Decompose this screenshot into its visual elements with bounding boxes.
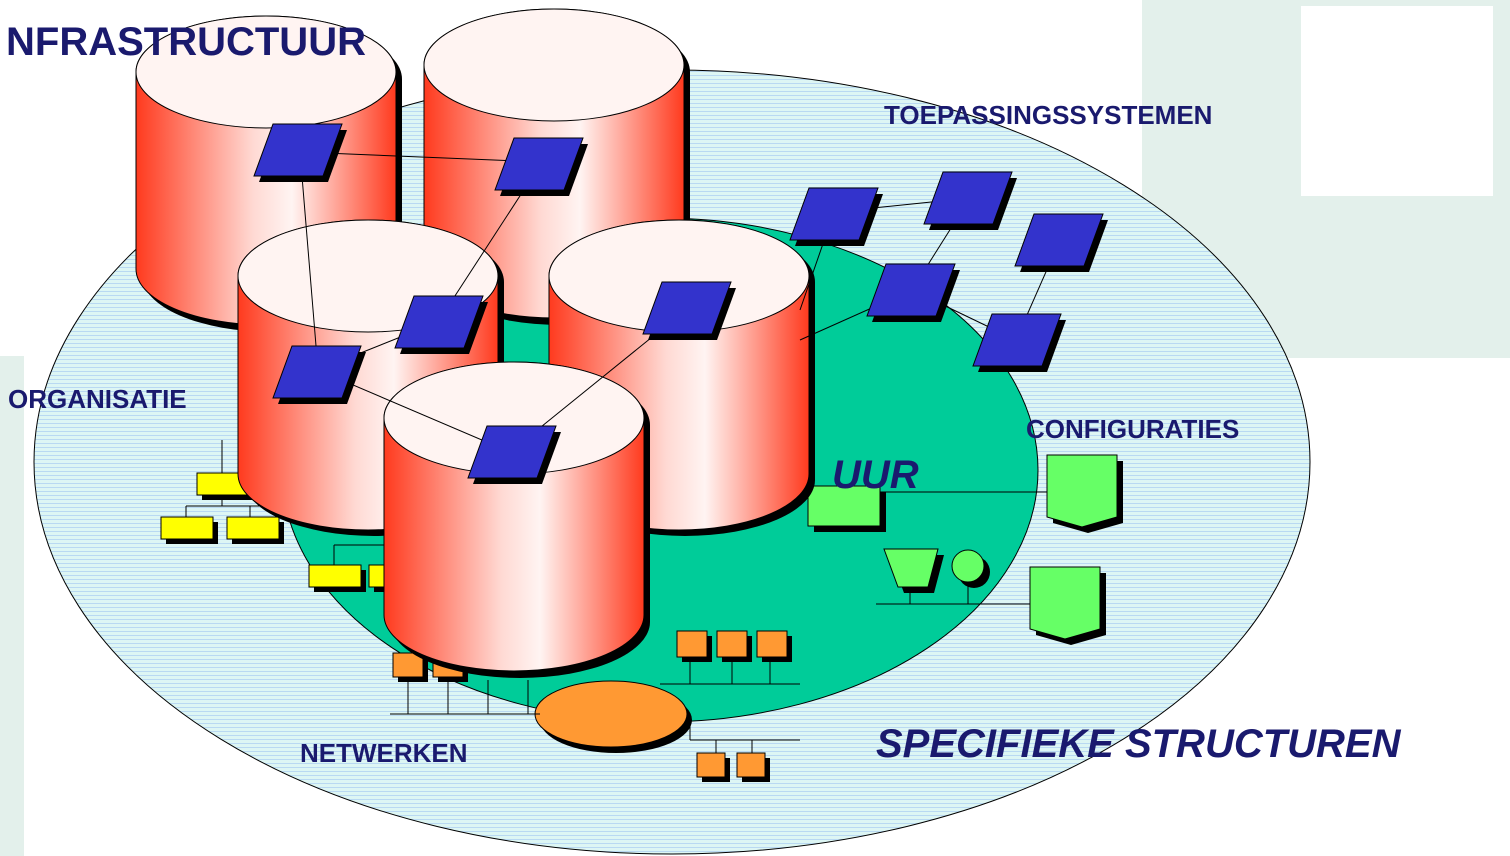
background-panel-left [0,356,24,856]
application-node-icon [1014,213,1108,272]
network-node-icon [756,630,792,662]
network-node-icon [676,630,712,662]
application-node-icon [972,313,1066,372]
background-panel-blank-box [1301,6,1493,196]
database-cylinder-icon [383,361,650,678]
org-chart [160,472,404,592]
application-nodes [253,123,1108,484]
network-node-icon [696,752,730,782]
label-organisation: ORGANISATIE [8,384,187,414]
label-partial-center: UUR [832,453,919,497]
config-pentagon-icon [1029,566,1106,645]
network-node-icon [736,752,770,782]
application-node-icon [642,281,736,340]
label-specific-structures: SPECIFIEKE STRUCTUREN [876,722,1401,766]
application-node-icon [789,187,883,246]
hub-ellipse-icon [534,680,692,753]
label-configurations: CONFIGURATIES [1026,414,1240,444]
label-application-systems: TOEPASSINGSSYSTEMEN [884,100,1213,130]
network-node-icon [716,630,752,662]
label-networks: NETWERKEN [300,738,468,768]
config-circle-icon [951,549,990,588]
diagram-title: NFRASTRUCTUUR [6,20,366,64]
config-trapezoid-icon [883,548,944,593]
org-box-icon [308,564,366,592]
application-node-icon [923,171,1017,230]
application-node-icon [253,123,347,182]
config-box-icon [807,485,886,532]
org-box-icon [226,516,284,544]
configuration-shapes [807,454,1123,645]
application-node-icon [866,263,960,322]
application-node-icon [494,137,588,196]
application-node-icon [467,425,561,484]
application-node-icon [272,345,366,404]
network-lines [185,440,1048,760]
config-pentagon-icon [1046,454,1123,533]
org-box-icon [160,516,218,544]
application-node-icon [394,295,488,354]
network-node-icon [392,652,428,682]
